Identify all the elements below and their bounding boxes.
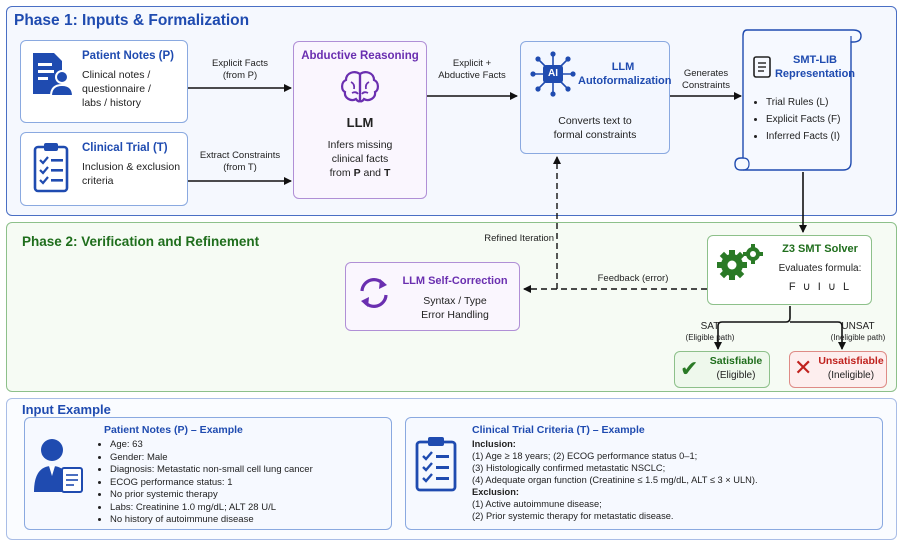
z3-solver-title: Z3 SMT Solver [782, 243, 858, 255]
smt-item-explicit-facts: Explicit Facts (F) [766, 111, 862, 128]
satisfiable-title: Satisfiable [709, 355, 763, 367]
trial-clipboard-icon [415, 437, 457, 492]
smt-lib-list: Trial Rules (L) Explicit Facts (F) Infer… [752, 94, 862, 145]
edge-label-explicit-facts: Explicit Facts(from P) [212, 58, 268, 81]
inclusion-line: (3) Histologically confirmed metastatic … [472, 463, 666, 473]
inclusion-label: Inclusion: [472, 439, 516, 449]
patient-notes-desc: Clinical notes / questionnaire / labs / … [82, 69, 151, 109]
self-correction-desc: Syntax / Type Error Handling [421, 295, 489, 321]
exclusion-line: (2) Prior systemic therapy for metastati… [472, 511, 674, 521]
inclusion-line: (4) Adequate organ function (Creatinine … [472, 475, 758, 485]
patient-document-icon [33, 53, 72, 97]
ai-network-icon [530, 51, 576, 97]
brain-icon [341, 71, 379, 103]
autoformalization-card [520, 41, 670, 154]
patient-example-item: ECOG performance status: 1 [110, 477, 386, 490]
unsatisfiable-desc: (Ineligible) [827, 370, 875, 381]
z3-formula: F ∪ I ∪ L [788, 281, 852, 293]
scroll-document-icon [753, 56, 771, 78]
feedback-error-label: Feedback (error) [597, 273, 669, 284]
clinical-trial-desc: Inclusion & exclusion criteria [82, 161, 181, 187]
patient-example-item: Gender: Male [110, 452, 386, 465]
patient-example-item: Labs: Creatinine 1.0 mg/dL; ALT 28 U/L [110, 502, 386, 515]
smt-lib-title: SMT-LIB Representation [774, 54, 856, 80]
trial-example-title: Clinical Trial Criteria (T) – Example [472, 424, 645, 436]
z3-solver-desc: Evaluates formula: [778, 263, 862, 274]
abductive-reasoning-title: Abductive Reasoning [301, 50, 419, 62]
trial-example-body: Inclusion: (1) Age ≥ 18 years; (2) ECOG … [472, 438, 877, 522]
exclusion-line: (1) Active autoimmune disease; [472, 499, 602, 509]
refined-iteration-label: Refined Iteration [484, 233, 554, 244]
exclusion-label: Exclusion: [472, 487, 520, 497]
unsat-label: UNSAT (Ineligible path) [830, 321, 886, 342]
autoformalization-desc: Converts text to formal constraints [553, 115, 637, 141]
patient-example-item: Age: 63 [110, 439, 386, 452]
abductive-llm-label: LLM [346, 115, 374, 130]
satisfiable-card [674, 351, 770, 388]
input-example-title: Input Example [22, 402, 111, 417]
smt-item-inferred-facts: Inferred Facts (I) [766, 128, 862, 145]
smt-scroll-shape [734, 29, 862, 171]
self-correction-title: LLM Self-Correction [402, 275, 508, 287]
edge-label-abductive-facts: Explicit +Abductive Facts [438, 58, 506, 81]
gears-icon [717, 244, 763, 280]
clipboard-checklist-icon [33, 143, 69, 193]
ai-chip-label: AI [548, 68, 558, 79]
patient-person-icon [34, 439, 83, 493]
unsatisfiable-card [789, 351, 887, 388]
autoformalization-title: LLM Autoformalization [578, 61, 672, 87]
cross-icon: ✕ [794, 355, 813, 380]
check-icon: ✔ [680, 356, 699, 381]
phase1-title: Phase 1: Inputs & Formalization [14, 12, 250, 29]
patient-example-title: Patient Notes (P) – Example [104, 424, 243, 436]
patient-notes-title: Patient Notes (P) [82, 50, 175, 62]
edge-label-extract-constraints: Extract Constraints(from T) [199, 150, 281, 173]
patient-example-item: No prior systemic therapy [110, 489, 386, 502]
patient-example-list: Age: 63 Gender: Male Diagnosis: Metastat… [96, 439, 386, 527]
refresh-cycle-icon [360, 278, 388, 308]
self-correction-card [345, 262, 520, 331]
patient-example-item: Diagnosis: Metastatic non-small cell lun… [110, 464, 386, 477]
abductive-reasoning-card [293, 41, 427, 199]
patient-example-card [24, 417, 392, 530]
sat-label: SAT (Eligible path) [685, 321, 735, 342]
smt-item-trial-rules: Trial Rules (L) [766, 94, 862, 111]
abductive-reasoning-desc: Infers missing clinical facts from P and… [327, 139, 393, 179]
satisfiable-desc: (Eligible) [716, 370, 756, 381]
clinical-trial-title: Clinical Trial (T) [82, 142, 168, 154]
patient-example-item: No history of autoimmune disease [110, 514, 386, 527]
phase2-title: Phase 2: Verification and Refinement [22, 234, 260, 249]
inclusion-line: (1) Age ≥ 18 years; (2) ECOG performance… [472, 451, 698, 461]
unsatisfiable-title: Unsatisfiable [818, 355, 884, 367]
trial-example-card [405, 417, 883, 530]
